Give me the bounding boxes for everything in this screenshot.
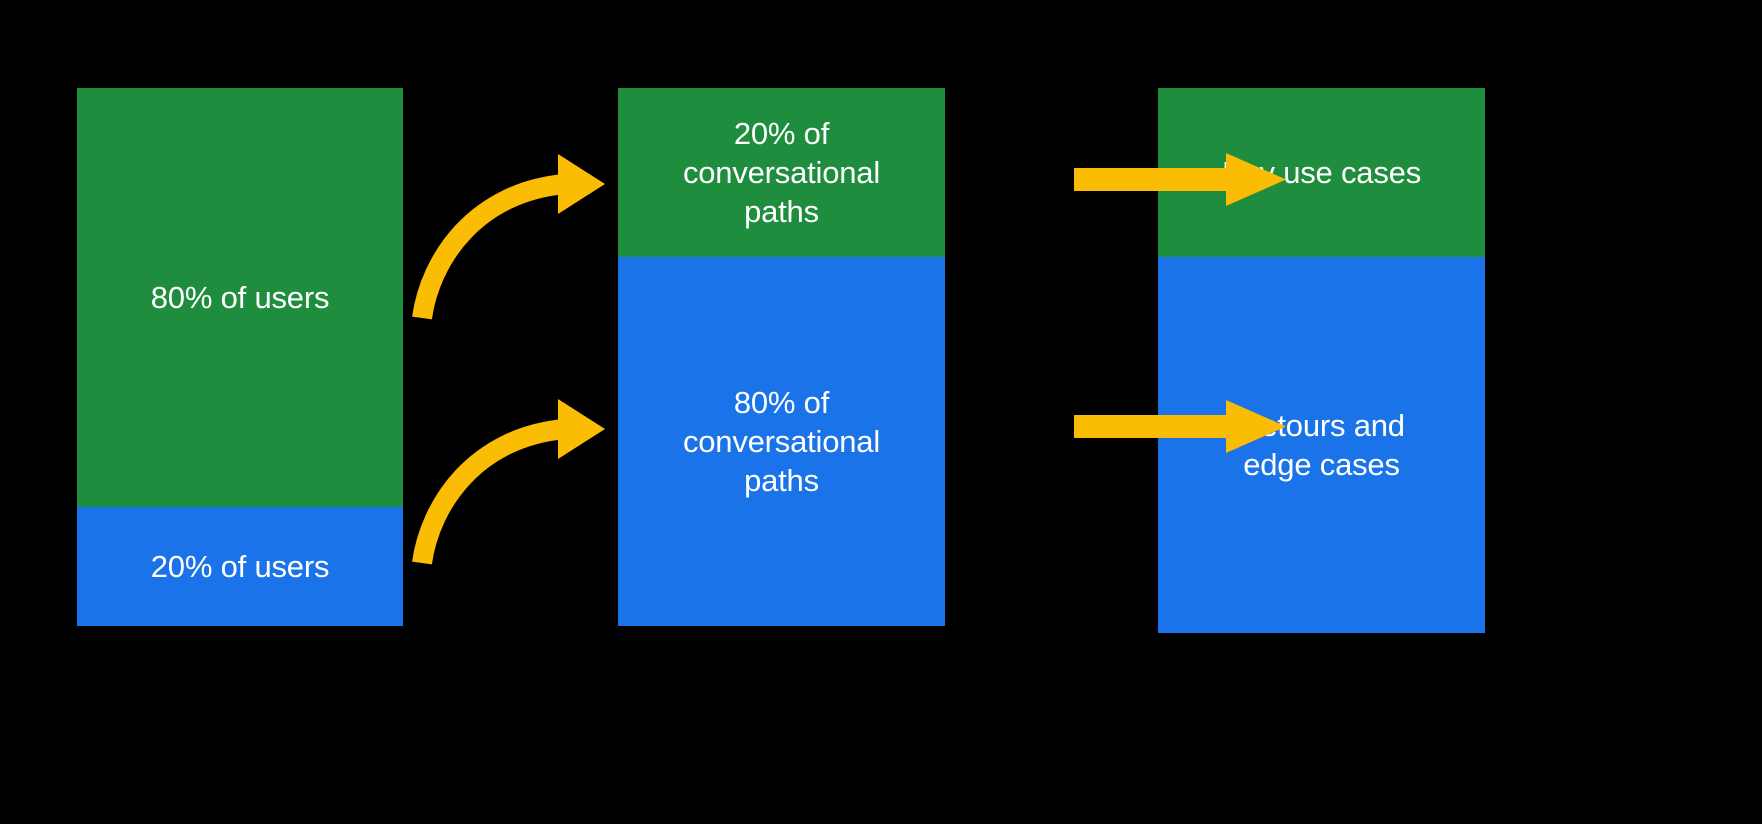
column-users: 80% of users 20% of users (77, 88, 403, 626)
segment-20-percent-of-users: 20% of users (77, 507, 403, 626)
arrow-paths-major-to-detours-icon (1074, 400, 1286, 453)
arrow-paths-minor-to-key-use-cases-icon (1074, 153, 1286, 206)
segment-20-percent-of-conversational-paths: 20% of conversational paths (618, 88, 945, 257)
segment-80-percent-of-conversational-paths: 80% of conversational paths (618, 257, 945, 626)
arrow-users-major-to-paths-minor-icon (412, 154, 605, 320)
segment-detours-and-edge-cases: Detours and edge cases (1158, 257, 1485, 633)
arrow-users-minor-to-paths-major-icon (412, 399, 605, 565)
column-outcomes: Key use cases Detours and edge cases (1158, 88, 1485, 633)
segment-label-paths-major: 80% of conversational paths (682, 384, 881, 499)
segment-80-percent-of-users: 80% of users (77, 88, 403, 507)
column-conversational-paths: 20% of conversational paths 80% of conve… (618, 88, 945, 626)
segment-label-paths-minor: 20% of conversational paths (682, 115, 881, 230)
segment-label-users-minor: 20% of users (150, 548, 330, 584)
segment-label-users-major: 80% of users (150, 279, 330, 315)
segment-label-detours-and-edge-cases: Detours and edge cases (1238, 407, 1405, 482)
